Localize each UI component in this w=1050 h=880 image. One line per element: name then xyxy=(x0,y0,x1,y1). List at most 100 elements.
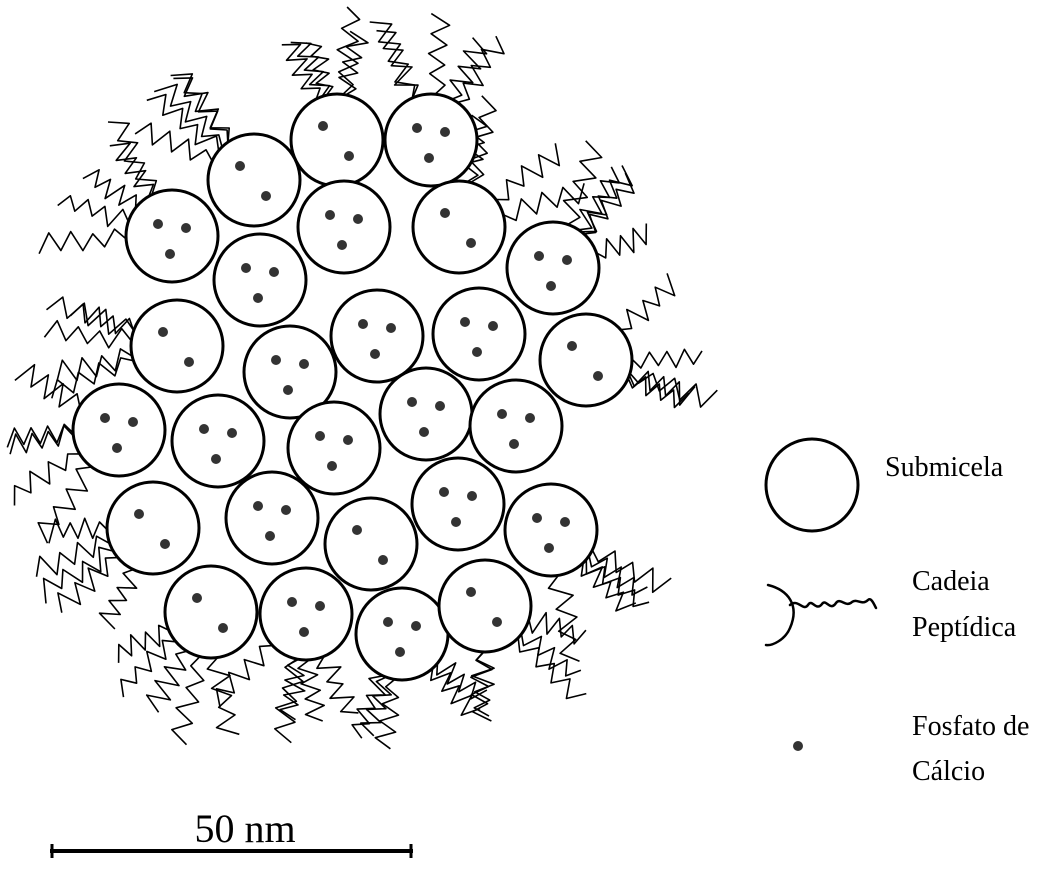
legend-peptide-chain-icon xyxy=(766,585,876,645)
submicelle xyxy=(439,560,531,652)
submicelle-circle xyxy=(291,94,383,186)
peptide-chain xyxy=(172,657,204,745)
peptide-chain xyxy=(632,349,702,368)
submicelle-circle xyxy=(439,560,531,652)
submicelle-circle xyxy=(505,484,597,576)
submicelle-circle xyxy=(385,94,477,186)
submicelle xyxy=(131,300,223,392)
calcium-phosphate-dot xyxy=(472,347,482,357)
scale-bar-label: 50 nm xyxy=(194,806,295,851)
submicelle xyxy=(291,94,383,186)
submicelle xyxy=(260,568,352,660)
calcium-phosphate-dot xyxy=(560,517,570,527)
submicelle-circle xyxy=(412,458,504,550)
calcium-phosphate-dot xyxy=(211,454,221,464)
peptide-chain xyxy=(597,224,647,258)
submicelle xyxy=(325,498,417,590)
calcium-phosphate-dot xyxy=(440,208,450,218)
scale-bar: 50 nm xyxy=(50,806,413,858)
calcium-phosphate-dot xyxy=(562,255,572,265)
calcium-phosphate-dot xyxy=(153,219,163,229)
calcium-phosphate-dot xyxy=(318,121,328,131)
submicelle-circle xyxy=(298,181,390,273)
calcium-phosphate-dot xyxy=(466,587,476,597)
calcium-phosphate-dot xyxy=(435,401,445,411)
calcium-phosphate-dot xyxy=(315,601,325,611)
calcium-phosphate-dot xyxy=(353,214,363,224)
submicelle xyxy=(433,288,525,380)
submicelle xyxy=(540,314,632,406)
calcium-phosphate-dot xyxy=(440,127,450,137)
submicelle-circle xyxy=(107,482,199,574)
calcium-phosphate-dot xyxy=(370,349,380,359)
submicelle-circle xyxy=(507,222,599,314)
submicelle-circle xyxy=(260,568,352,660)
legend-submicela-icon xyxy=(766,439,858,531)
calcium-phosphate-dot xyxy=(424,153,434,163)
calcium-phosphate-dot xyxy=(451,517,461,527)
peptide-chain xyxy=(503,183,584,220)
submicelle xyxy=(214,234,306,326)
calcium-phosphate-dot xyxy=(386,323,396,333)
calcium-phosphate-dot xyxy=(158,327,168,337)
submicelle-circle xyxy=(126,190,218,282)
peptide-chain xyxy=(58,558,118,613)
peptide-chain xyxy=(370,22,415,98)
calcium-phosphate-dot xyxy=(315,431,325,441)
calcium-phosphate-dot xyxy=(283,385,293,395)
submicelle xyxy=(505,484,597,576)
submicelle xyxy=(208,134,300,226)
legend: Submicela Cadeia Peptídica Fosfato de Cá… xyxy=(766,439,1029,787)
calcium-phosphate-dot xyxy=(100,413,110,423)
peptide-chain xyxy=(58,196,129,227)
calcium-phosphate-dot xyxy=(395,647,405,657)
submicelle xyxy=(226,472,318,564)
calcium-phosphate-dot xyxy=(218,623,228,633)
calcium-phosphate-dot xyxy=(343,435,353,445)
peptide-chain xyxy=(39,229,126,254)
calcium-phosphate-dot xyxy=(534,251,544,261)
calcium-phosphate-dot xyxy=(337,240,347,250)
submicelle xyxy=(380,368,472,460)
calcium-phosphate-dot xyxy=(344,151,354,161)
calcium-phosphate-dot xyxy=(358,319,368,329)
calcium-phosphate-dot xyxy=(241,263,251,273)
submicelle xyxy=(298,181,390,273)
submicelle-circle xyxy=(433,288,525,380)
submicelle xyxy=(126,190,218,282)
submicelles-group xyxy=(73,94,632,680)
peptide-chain xyxy=(450,38,487,100)
peptide-chain xyxy=(83,170,136,208)
peptide-chain xyxy=(121,640,176,697)
calcium-phosphate-dot xyxy=(492,617,502,627)
calcium-phosphate-dot xyxy=(325,210,335,220)
submicelle-circle xyxy=(208,134,300,226)
calcium-phosphate-dot xyxy=(299,627,309,637)
peptide-chain xyxy=(581,563,636,611)
calcium-phosphate-dot xyxy=(467,491,477,501)
calcium-phosphate-dot xyxy=(165,249,175,259)
peptide-chain xyxy=(621,273,675,329)
submicelle-circle xyxy=(288,402,380,494)
calcium-phosphate-dot xyxy=(546,281,556,291)
submicelle-circle xyxy=(73,384,165,476)
submicelle-circle xyxy=(540,314,632,406)
peptide-chain xyxy=(38,467,91,543)
calcium-phosphate-dot xyxy=(253,293,263,303)
calcium-phosphate-dot xyxy=(160,539,170,549)
submicelle-circle xyxy=(331,290,423,382)
peptide-chain xyxy=(375,679,398,748)
calcium-phosphate-dot xyxy=(383,617,393,627)
calcium-phosphate-dot xyxy=(466,238,476,248)
peptide-chain xyxy=(298,660,324,721)
peptide-chain xyxy=(581,166,632,232)
legend-fosfato-label-line1: Fosfato de xyxy=(912,711,1029,742)
peptide-chain xyxy=(207,658,239,735)
calcium-phosphate-dot xyxy=(497,409,507,419)
legend-fosfato-label-line2: Cálcio xyxy=(912,756,985,787)
calcium-phosphate-dot xyxy=(419,427,429,437)
calcium-phosphate-dot xyxy=(567,341,577,351)
calcium-phosphate-dot xyxy=(261,191,271,201)
submicelle-circle xyxy=(356,588,448,680)
